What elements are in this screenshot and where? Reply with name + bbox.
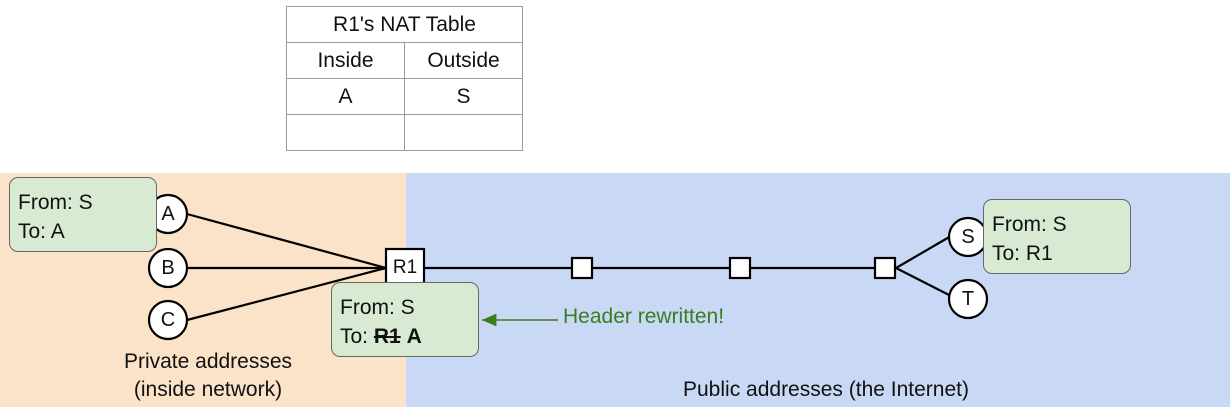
host-c-label: C xyxy=(160,309,176,331)
header-rewritten-annotation: Header rewritten! xyxy=(563,305,725,328)
private-caption-line1: Private addresses xyxy=(123,350,293,373)
nat-table-cell xyxy=(286,114,405,151)
link-router-s xyxy=(895,235,952,269)
host-b-icon xyxy=(147,247,189,289)
new-destination: A xyxy=(406,325,422,348)
host-s-label: S xyxy=(961,226,975,248)
router-icon xyxy=(873,256,897,280)
link-router-t xyxy=(895,267,954,298)
host-t-label: T xyxy=(961,288,975,310)
packet-to-prefix: To: xyxy=(340,325,374,348)
packet-from: From: S xyxy=(992,213,1067,236)
nat-table: R1's NAT Table Inside Outside A S xyxy=(286,6,523,151)
packet-to: To: R1 xyxy=(992,242,1053,265)
link-c-r1 xyxy=(186,266,387,322)
router-icon xyxy=(570,256,594,280)
private-caption-line2: (inside network) xyxy=(133,378,283,401)
nat-table-row xyxy=(286,114,523,151)
host-t-icon xyxy=(947,278,989,320)
link-a-r1 xyxy=(186,212,387,270)
old-destination: R1 xyxy=(373,325,401,348)
router-r1-icon xyxy=(384,247,426,289)
packet-from: From: S xyxy=(340,296,415,319)
router-r1-label: R1 xyxy=(392,257,418,278)
public-region-caption: Public addresses (the Internet) xyxy=(683,378,969,401)
nat-table-row: A S xyxy=(286,78,523,115)
nat-table-cell: A xyxy=(286,78,405,115)
nat-table-cell: S xyxy=(404,78,523,115)
packet-private-side: From: S To: A xyxy=(9,177,157,252)
packet-public-side: From: S To: R1 xyxy=(983,199,1131,274)
nat-table-title: R1's NAT Table xyxy=(286,6,523,43)
nat-table-header-inside: Inside xyxy=(286,42,405,79)
host-a-label: A xyxy=(161,203,175,225)
host-b-label: B xyxy=(161,257,175,279)
packet-rewritten: From: S To: R1 A xyxy=(331,282,479,357)
host-c-icon xyxy=(147,299,189,341)
packet-to: To: A xyxy=(18,220,65,243)
packet-to: To: R1 A xyxy=(340,322,470,351)
packet-from: From: S xyxy=(18,191,93,214)
nat-table-cell xyxy=(404,114,523,151)
router-icon xyxy=(728,256,752,280)
private-region-caption: Private addresses (inside network) xyxy=(83,348,333,404)
